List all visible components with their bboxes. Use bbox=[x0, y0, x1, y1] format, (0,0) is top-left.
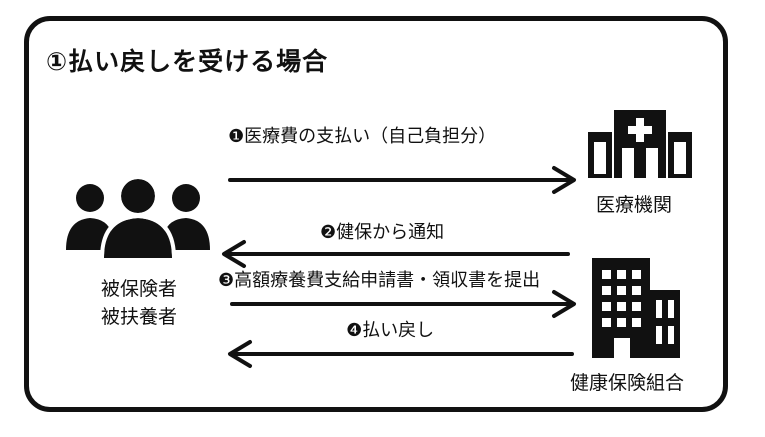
office-building-icon bbox=[592, 258, 680, 358]
flow-step-2: ❷ bbox=[320, 222, 337, 243]
arrow-3-right bbox=[230, 290, 576, 318]
diagram-frame bbox=[24, 16, 728, 412]
flow-text-4: 払い戻し bbox=[362, 320, 435, 341]
diagram-title: ①払い戻しを受ける場合 bbox=[46, 47, 329, 76]
flow-label-3: ❸高額療養費支給申請書・領収書を提出 bbox=[218, 266, 540, 292]
arrow-4-left bbox=[228, 340, 574, 368]
insured-label-line2: 被扶養者 bbox=[100, 306, 177, 328]
medical-institution-label: 医療機関 bbox=[596, 194, 673, 216]
flow-step-3: ❸ bbox=[218, 270, 235, 291]
arrow-2-left bbox=[222, 240, 570, 268]
flow-label-4: ❹払い戻し bbox=[346, 316, 434, 342]
flow-text-3: 高額療養費支給申請書・領収書を提出 bbox=[234, 270, 541, 291]
insured-label-line1: 被保険者 bbox=[100, 278, 177, 300]
flow-step-1: ❶ bbox=[228, 126, 245, 147]
hospital-icon bbox=[588, 110, 692, 178]
flow-label-2: ❷健保から通知 bbox=[320, 218, 444, 244]
flow-step-4: ❹ bbox=[346, 320, 363, 341]
flow-text-2: 健保から通知 bbox=[336, 222, 445, 243]
arrow-1-right bbox=[228, 166, 576, 194]
health-insurance-union-label: 健康保険組合 bbox=[570, 372, 685, 394]
flow-text-1: 医療費の支払い（自己負担分） bbox=[244, 126, 497, 147]
flow-label-1: ❶医療費の支払い（自己負担分） bbox=[228, 122, 496, 148]
insured-label: 被保険者 被扶養者 bbox=[84, 275, 194, 331]
people-group-icon bbox=[66, 178, 210, 259]
